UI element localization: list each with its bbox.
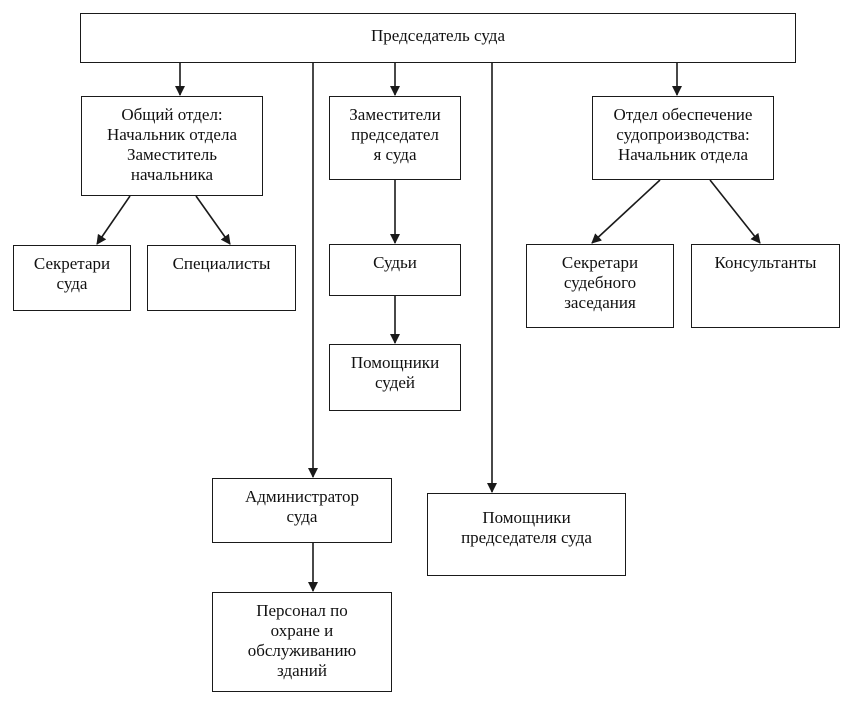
general-dept-label: Общий отдел: Начальник отдела Заместител… — [106, 105, 238, 184]
specialists-box: Специалисты — [147, 245, 296, 311]
proceedings-dept-box: Отдел обеспечение судопроизводства: Нача… — [592, 96, 774, 180]
judges-label: Судьи — [373, 253, 417, 272]
chairman-label: Председатель суда — [371, 26, 505, 45]
specialists-label: Специалисты — [172, 254, 271, 273]
judge-assistants-box: Помощники судей — [329, 344, 461, 411]
secretaries-box: Секретари суда — [13, 245, 131, 311]
general-dept-box: Общий отдел: Начальник отдела Заместител… — [81, 96, 263, 196]
administrator-box: Администратор суда — [212, 478, 392, 543]
hearing-secretaries-box: Секретари судебного заседания — [526, 244, 674, 328]
deputies-label: Заместители председател я суда — [349, 105, 441, 164]
secretaries-label: Секретари суда — [33, 254, 111, 293]
proceedings-dept-label: Отдел обеспечение судопроизводства: Нача… — [613, 105, 753, 164]
judges-box: Судьи — [329, 244, 461, 296]
chairman-box: Председатель суда — [80, 13, 796, 63]
chairman-assistants-label: Помощники председателя суда — [461, 508, 592, 547]
consultants-label: Консультанты — [714, 253, 817, 272]
edge-general-dept-secretaries — [96, 195, 131, 245]
chairman-assistants-box: Помощники председателя суда — [427, 493, 626, 576]
consultants-box: Консультанты — [691, 244, 840, 328]
edge-general-dept-specialists — [195, 195, 231, 245]
administrator-label: Администратор суда — [245, 487, 359, 526]
staff-label: Персонал по охране и обслуживанию зданий — [247, 601, 357, 680]
edge-proceedings-dept-hearing-secretaries — [591, 179, 661, 244]
judge-assistants-label: Помощники судей — [350, 353, 440, 392]
edge-proceedings-dept-consultants — [709, 179, 761, 244]
staff-box: Персонал по охране и обслуживанию зданий — [212, 592, 392, 692]
hearing-secretaries-label: Секретари судебного заседания — [561, 253, 639, 312]
deputies-box: Заместители председател я суда — [329, 96, 461, 180]
